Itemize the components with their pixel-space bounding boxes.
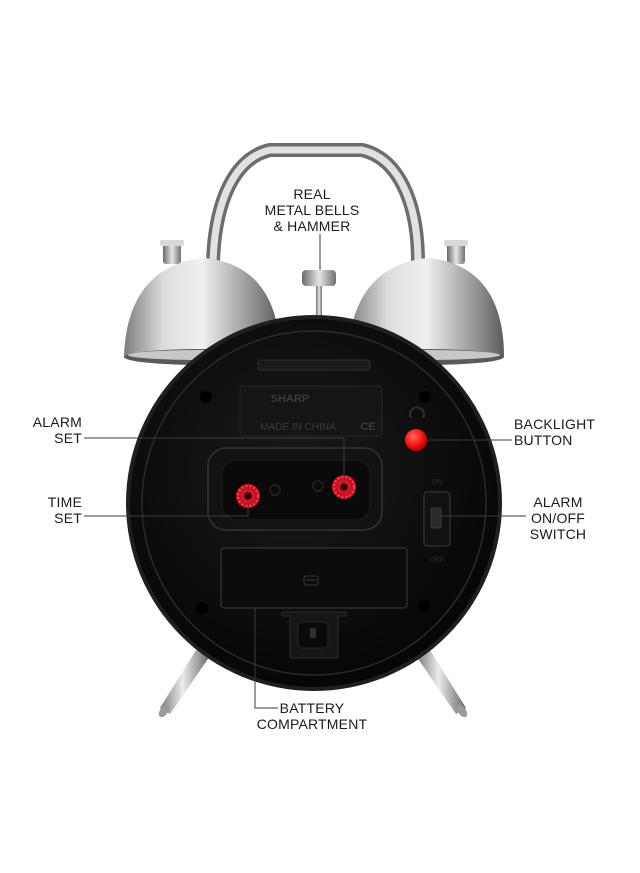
ce-mark: CE	[360, 421, 375, 433]
embossed-mark	[312, 480, 324, 492]
alarm-set-knob[interactable]	[332, 475, 356, 499]
battery-callout: BATTERY COMPARTMENT	[240, 700, 384, 732]
backlight-button[interactable]	[405, 429, 427, 451]
origin-plate-text: MADE IN CHINA	[260, 422, 336, 433]
stand-socket	[281, 611, 347, 659]
alarm-switch-label-line-1: ALARM	[533, 494, 583, 510]
leader-lines	[84, 234, 526, 709]
leader-line-battery	[254, 608, 278, 709]
bells-label-line-2: METAL BELLS	[264, 202, 360, 218]
time-set-label-line-2: SET	[54, 510, 82, 526]
top-ridge	[257, 359, 371, 371]
switch-mark-bottom: OFF	[430, 557, 444, 564]
leader-line-time-set	[84, 508, 249, 517]
battery-tab-icon	[303, 575, 319, 586]
bells-label-line-3: & HAMMER	[273, 218, 351, 234]
leader-line-alarm-set	[84, 437, 345, 477]
switch-mark-top: ON	[432, 479, 443, 486]
knob-recess	[207, 447, 383, 531]
backlight-label-line-2: BUTTON	[514, 432, 573, 448]
time-set-knob[interactable]	[236, 484, 260, 508]
alarm-switch-label-line-2: ON/OFF	[530, 510, 586, 526]
battery-compartment[interactable]	[220, 547, 408, 609]
time-set-label-line-1: TIME	[47, 494, 82, 510]
bells-callout: REAL METAL BELLS & HAMMER	[252, 186, 372, 234]
bells-label-line-1: REAL	[293, 186, 331, 202]
backlight-callout: BACKLIGHT BUTTON	[514, 416, 624, 448]
right-leg	[416, 650, 468, 718]
backlight-symbol-icon	[409, 406, 425, 419]
info-plate: SHARP MADE IN CHINA CE	[239, 385, 383, 437]
brand-plate-text: SHARP	[271, 393, 310, 405]
screw-hole	[418, 600, 430, 612]
screw-hole	[200, 391, 212, 403]
alarm-switch-label-line-3: SWITCH	[529, 526, 587, 542]
backlight-label-line-1: BACKLIGHT	[514, 416, 596, 432]
alarm-switch-callout: ALARM ON/OFF SWITCH	[522, 494, 594, 542]
hammer	[302, 270, 336, 322]
screw-hole	[419, 391, 431, 403]
battery-label-line-2: COMPARTMENT	[256, 716, 368, 732]
time-set-callout: TIME SET	[20, 494, 82, 526]
alarm-set-callout: ALARM SET	[20, 414, 82, 446]
alarm-onoff-switch[interactable]	[423, 491, 451, 547]
battery-label-line-1: BATTERY	[279, 700, 345, 716]
left-leg	[158, 650, 210, 718]
screw-hole	[196, 602, 208, 614]
embossed-mark	[269, 484, 281, 496]
alarm-set-label-line-2: SET	[54, 430, 82, 446]
alarm-set-label-line-1: ALARM	[32, 414, 82, 430]
